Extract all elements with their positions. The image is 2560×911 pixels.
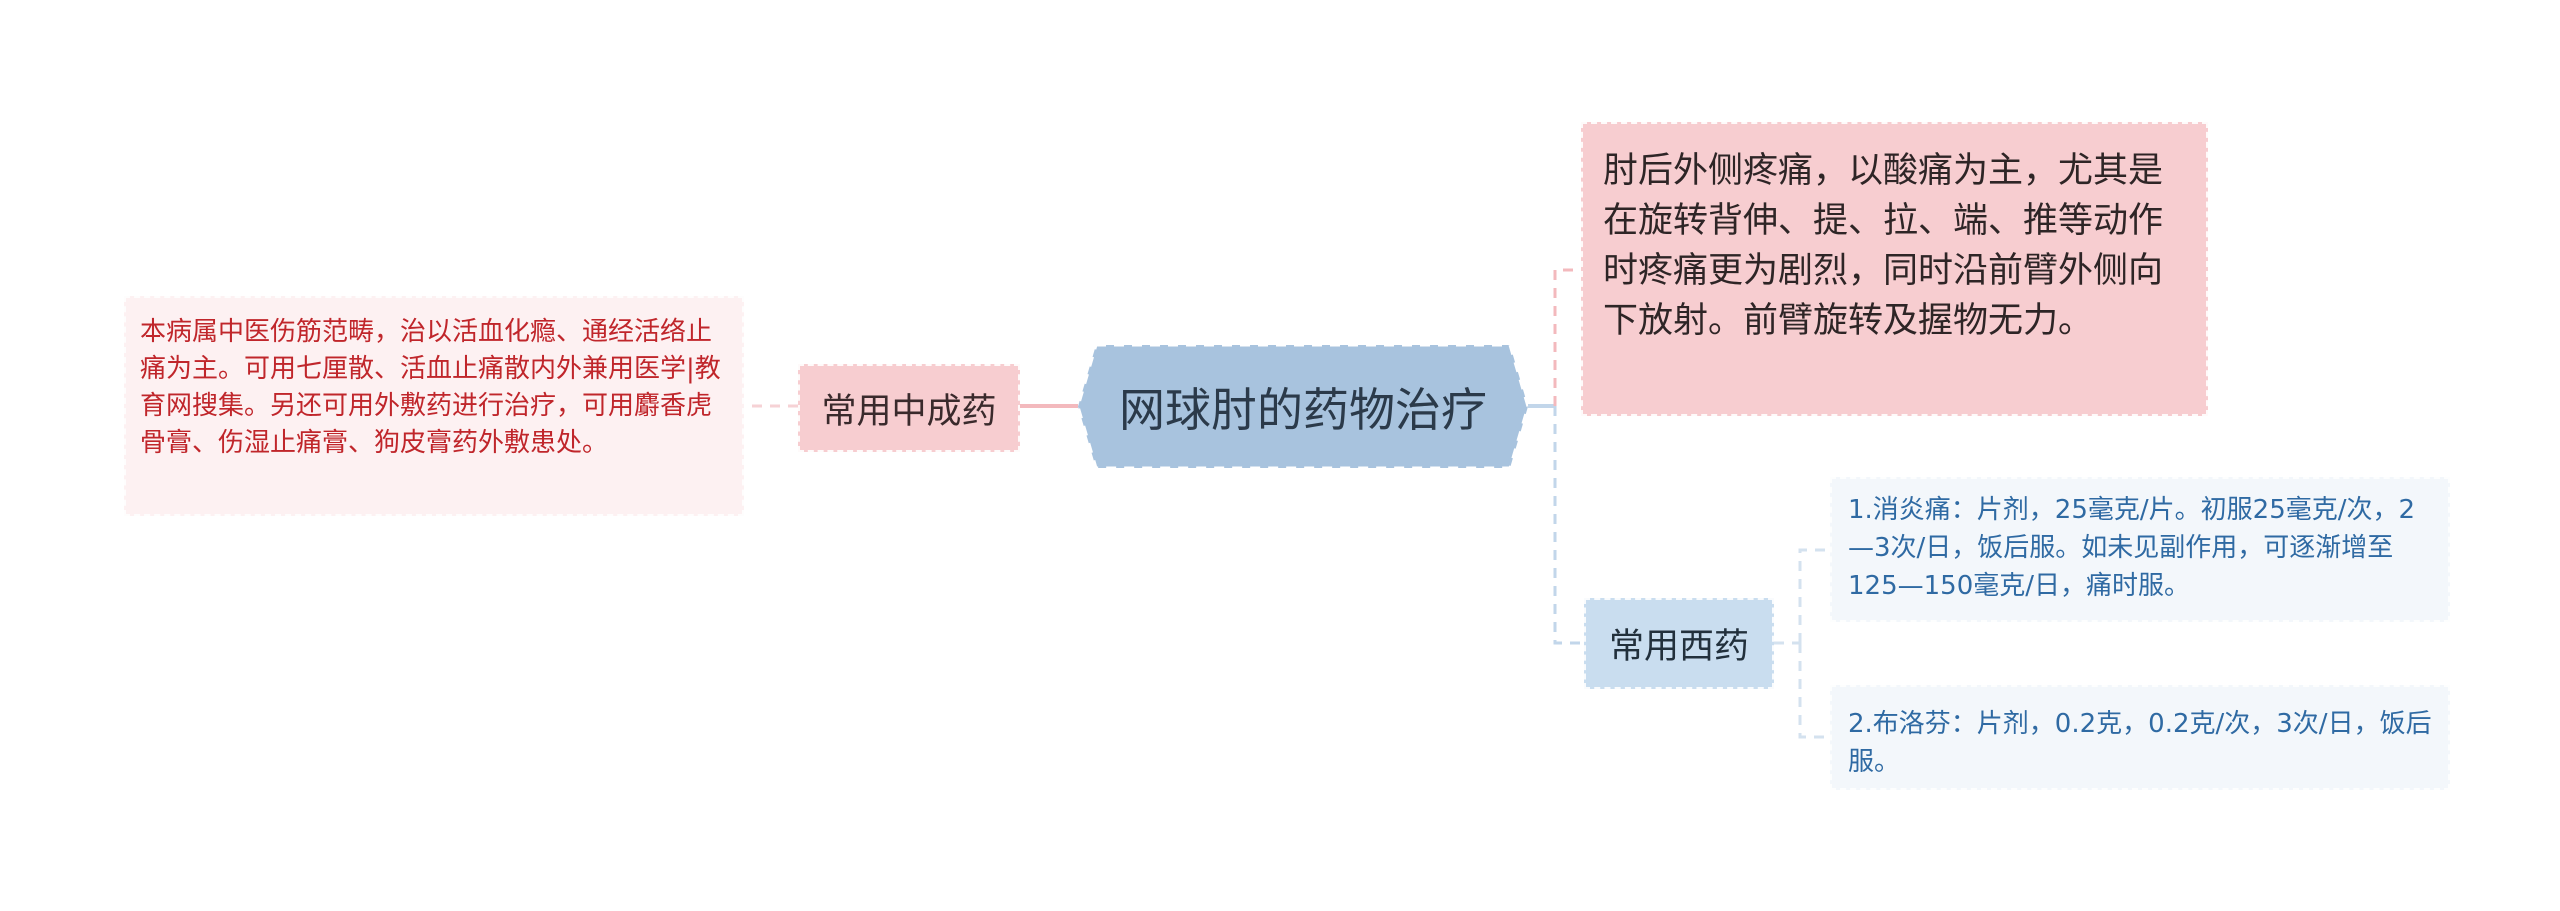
- leaf-western-medicine-indomethacin[interactable]: 1.消炎痛：片剂，25毫克/片。初服25毫克/次，2—3次/日，饭后服。如未见副…: [1830, 477, 2450, 622]
- connector-right-branch-to-leaf-1: [1798, 548, 1830, 643]
- branch-chinese-medicine[interactable]: 常用中成药: [798, 364, 1020, 452]
- leaf-symptom-description[interactable]: 肘后外侧疼痛，以酸痛为主，尤其是在旋转背伸、提、拉、端、推等动作时疼痛更为剧烈，…: [1581, 122, 2208, 416]
- connector-trunk-to-right-branch: [1553, 406, 1584, 645]
- central-topic-node[interactable]: 网球肘的药物治疗: [1078, 345, 1528, 468]
- central-topic-label: 网球肘的药物治疗: [1119, 382, 1487, 437]
- leaf-western-medicine-ibuprofen[interactable]: 2.布洛芬：片剂，0.2克，0.2克/次，3次/日，饭后服。: [1830, 685, 2450, 790]
- branch-western-medicine[interactable]: 常用西药: [1584, 598, 1774, 689]
- connector-right-branch-to-leaf-2: [1798, 643, 1830, 739]
- connector-trunk-to-right-top: [1553, 268, 1581, 406]
- leaf-chinese-medicine-detail[interactable]: 本病属中医伤筋范畴，治以活血化瘾、通经活络止痛为主。可用七厘散、活血止痛散内外兼…: [124, 296, 744, 516]
- central-hexagon-shape: [1078, 345, 1528, 468]
